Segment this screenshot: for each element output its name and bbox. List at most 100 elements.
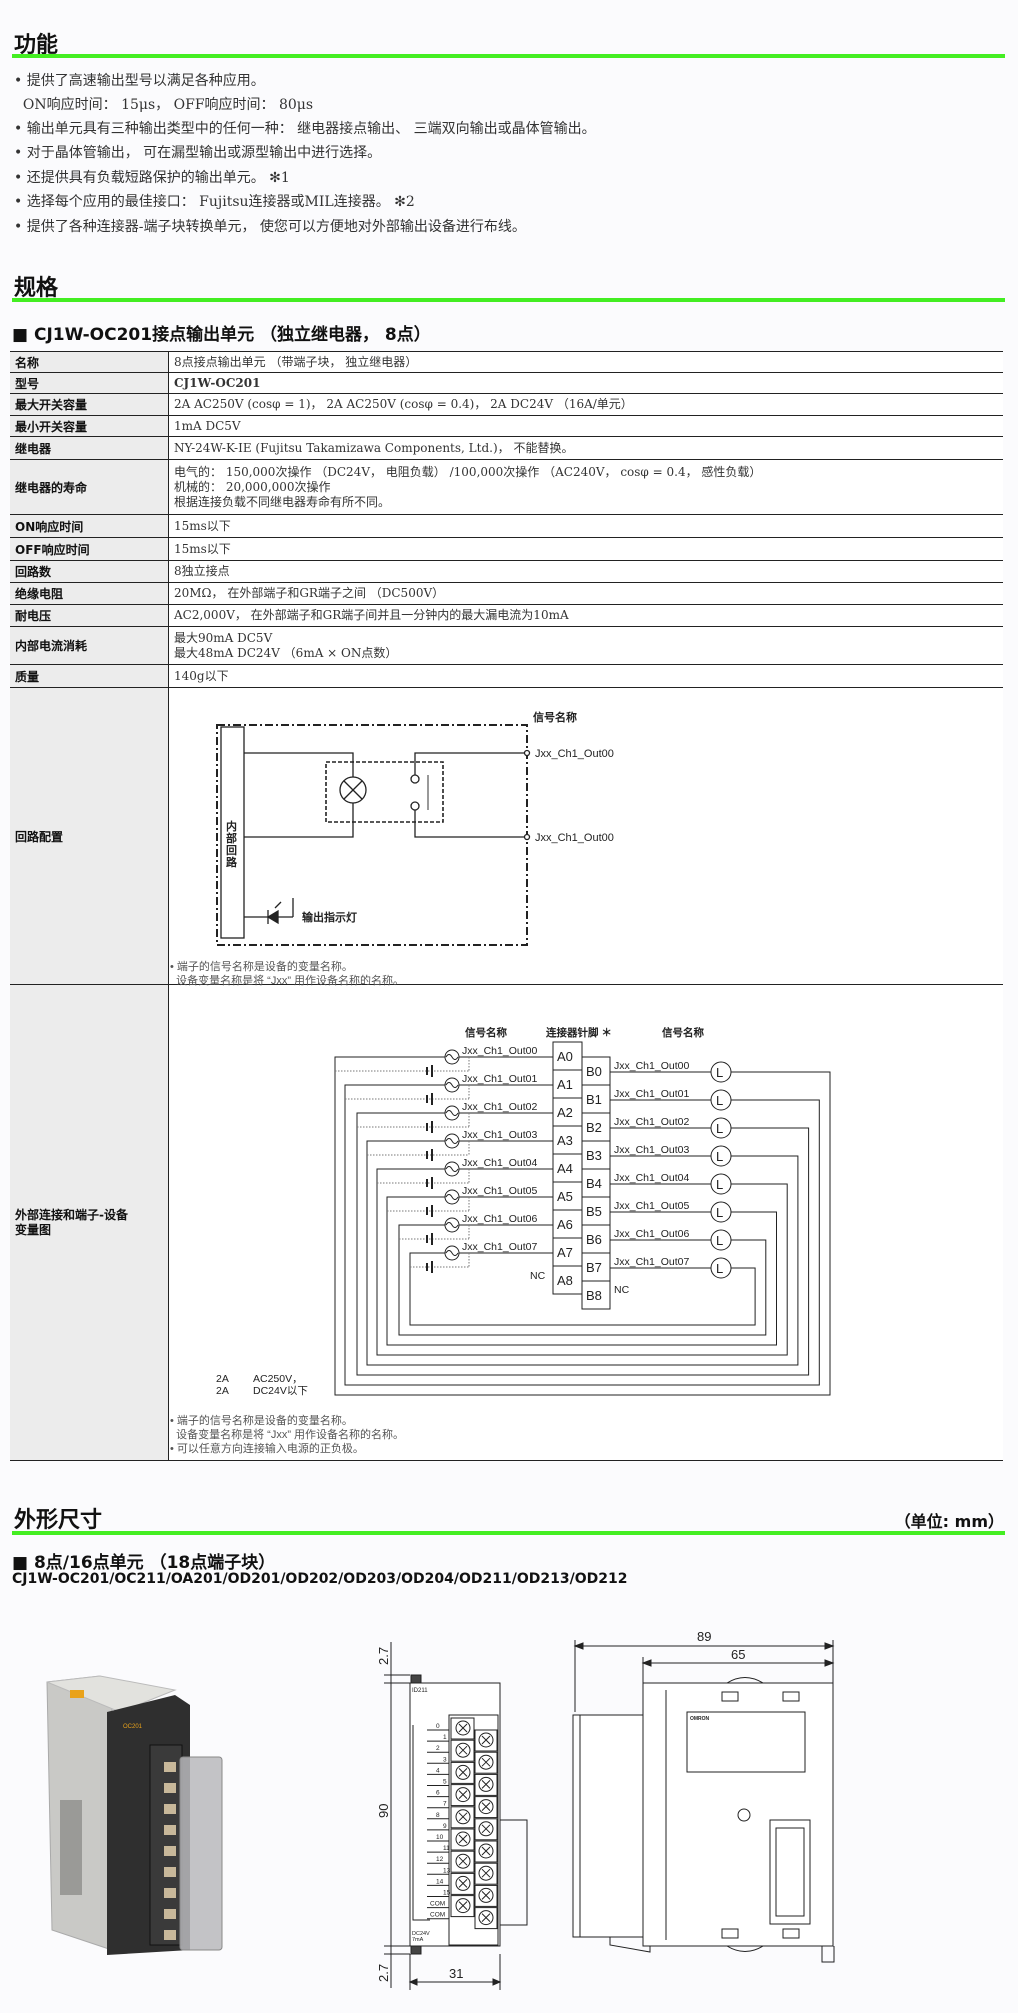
power-label: 7mA (412, 1937, 424, 1943)
dim-depth-body: 65 (731, 1647, 745, 1662)
spec-key: 内部电流消耗 (10, 626, 169, 665)
screw-icon (164, 1804, 176, 1814)
spec-key: 回路数 (10, 560, 169, 583)
unit-label: （单位: mm） (894, 1512, 1004, 1531)
specs-divider (12, 298, 1005, 302)
terminal-number: 1 (443, 1734, 447, 1741)
screw-icon (455, 1809, 471, 1825)
spec-value: 1mA DC5V (168, 415, 1003, 437)
specs-title: 规格 (14, 276, 59, 301)
screw-icon (455, 1742, 471, 1758)
dimensions-divider (12, 1531, 1005, 1535)
table-row: 名称 8点接点输出单元 （带端子块， 独立继电器） (10, 351, 1003, 373)
table-row-circuit: 回路配置 (10, 687, 1003, 985)
spec-value: 8点接点输出单元 （带端子块， 独立继电器） (168, 351, 1003, 373)
spec-value-line: 机械的： 20,000,000次操作 (174, 479, 331, 494)
table-row: 型号 CJ1W-OC201 (10, 372, 1003, 394)
spec-value: AC2,000V， 在外部端子和GR端子间并且一分钟内的最大漏电流为10mA (168, 604, 1003, 627)
table-row: 最大开关容量 2A AC250V (cosφ = 1)， 2A AC250V (c… (10, 393, 1003, 416)
screw-icon (478, 1732, 494, 1748)
terminal-number: 12 (436, 1856, 444, 1863)
screw-icon (478, 1821, 494, 1837)
terminal-number: 2 (436, 1745, 440, 1752)
spec-value: 电气的： 150,000次操作 （DC24V， 电阻负载） /100,000次操… (168, 459, 1003, 515)
spec-key: 型号 (10, 372, 169, 394)
dim-width: 31 (449, 1966, 463, 1981)
screw-icon (478, 1865, 494, 1881)
screw-icon (164, 1930, 176, 1940)
spec-value: NY-24W-K-IE (Fujitsu Takamizawa Componen… (168, 436, 1003, 460)
screw-icon (455, 1853, 471, 1869)
model-label: ID211 (412, 1688, 428, 1694)
spec-key: 绝缘电阻 (10, 582, 169, 605)
terminal-number: 3 (443, 1756, 447, 1763)
dim-depth-total: 89 (697, 1629, 711, 1644)
screw-icon (164, 1846, 176, 1856)
spec-value-line: 2A AC250V (cosφ = 1)， 2A AC250V (cosφ = … (174, 397, 633, 411)
spec-value-line: 20MΩ， 在外部端子和GR端子之间 （DC500V） (174, 586, 445, 600)
screw-icon (455, 1720, 471, 1736)
spec-value: 20MΩ， 在外部端子和GR端子之间 （DC500V） (168, 582, 1003, 605)
spec-value-line: 1mA DC5V (174, 418, 241, 433)
screw-icon (455, 1764, 471, 1780)
terminal-number: 5 (443, 1779, 447, 1786)
terminal-number: 10 (436, 1834, 444, 1841)
screw-icon (164, 1762, 176, 1772)
spec-value-line: 15ms以下 (174, 518, 231, 533)
terminal-number: 8 (436, 1812, 440, 1819)
spec-value-line: 140g以下 (174, 668, 229, 683)
spec-value: 15ms以下 (168, 537, 1003, 561)
screw-icon (455, 1898, 471, 1914)
screw-icon (164, 1783, 176, 1793)
screw-icon (164, 1825, 176, 1835)
spec-value-line: CJ1W-OC201 (174, 375, 261, 390)
screw-icon (478, 1887, 494, 1903)
spec-value-line: 8点接点输出单元 （带端子块， 独立继电器） (174, 354, 418, 369)
screw-icon (478, 1799, 494, 1815)
spec-value: CJ1W-OC201 (168, 372, 1003, 394)
table-row: 绝缘电阻 20MΩ， 在外部端子和GR端子之间 （DC500V） (10, 582, 1003, 605)
table-row: ON响应时间 15ms以下 (10, 514, 1003, 538)
terminal-number: COM (430, 1901, 445, 1908)
spec-key: 最大开关容量 (10, 393, 169, 416)
screw-icon (478, 1776, 494, 1792)
screw-icon (455, 1875, 471, 1891)
label-plate (686, 1711, 806, 1773)
spec-value: 140g以下 (168, 664, 1003, 688)
brand-label: OMRON (690, 1716, 710, 1722)
spec-key-line: 变量图 (15, 1222, 52, 1237)
screw-icon (478, 1754, 494, 1770)
screw-icon (455, 1787, 471, 1803)
features-divider (12, 54, 1005, 58)
spec-key: 名称 (10, 351, 169, 373)
side-view-drawing (572, 1640, 835, 1963)
screw-icon (164, 1909, 176, 1919)
spec-key-line: 外部连接和端子-设备 (15, 1207, 128, 1222)
spec-value-line: 最大90mA DC5V (174, 630, 273, 645)
features-title: 功能 (14, 33, 59, 58)
spec-value-line: 电气的： 150,000次操作 （DC24V， 电阻负载） /100,000次操… (174, 464, 762, 479)
spec-key: 回路配置 (10, 687, 169, 985)
spec-key: 耐电压 (10, 604, 169, 627)
screw-icon (164, 1888, 176, 1898)
terminal-number: 0 (436, 1723, 440, 1730)
spec-key: ON响应时间 (10, 514, 169, 538)
dim-top-margin: 2.7 (376, 1647, 391, 1665)
spec-key: 继电器 (10, 436, 169, 460)
dim-height: 90 (376, 1804, 391, 1818)
terminal-number: 11 (443, 1845, 450, 1852)
model-list: CJ1W-OC201/OC211/OA201/OD201/OD202/OD203… (12, 1571, 628, 1587)
dimensions-subtitle: ■ 8点/16点单元 （18点端子块） (12, 1553, 276, 1573)
feature-bullet: • 选择每个应用的最佳接口： Fujitsu连接器或MIL连接器。 ✻2 (14, 194, 415, 210)
spec-table: 名称 8点接点输出单元 （带端子块， 独立继电器） 型号 CJ1W-OC201 最大开关… (10, 351, 1003, 1461)
spec-key: OFF响应时间 (10, 537, 169, 561)
